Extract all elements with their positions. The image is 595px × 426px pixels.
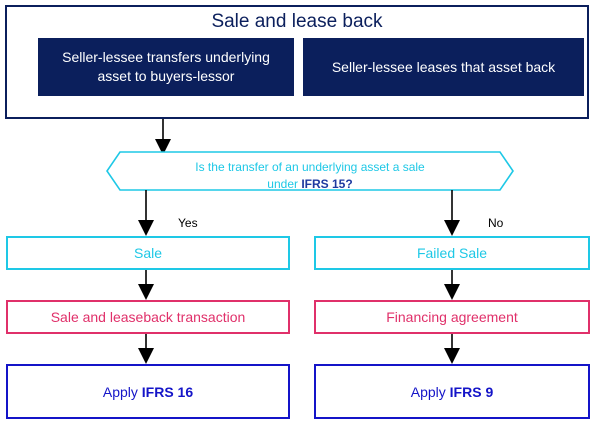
lease-back-box: Seller-lessee leases that asset back xyxy=(303,38,584,96)
leaseback-transaction-text: Sale and leaseback transaction xyxy=(50,309,246,325)
leaseback-transaction-box: Sale and leaseback transaction xyxy=(6,300,290,334)
decision-line-2-prefix: under xyxy=(267,177,302,191)
sale-box: Sale xyxy=(6,236,290,270)
apply-ifrs16-box: Apply IFRS 16 xyxy=(6,364,290,419)
sale-text: Sale xyxy=(133,245,163,261)
ifrs9-standard: IFRS 9 xyxy=(449,383,494,400)
failed-sale-text: Failed Sale xyxy=(416,245,488,261)
apply-ifrs16-text: Apply IFRS 16 xyxy=(103,384,193,400)
yes-label: Yes xyxy=(178,216,198,230)
decision-standard: IFRS 15? xyxy=(301,177,353,191)
transfer-asset-text: Seller-lessee transfers underlying asset… xyxy=(62,49,270,84)
decision-hexagon xyxy=(106,151,514,191)
lease-back-text: Seller-lessee leases that asset back xyxy=(331,58,556,75)
no-label: No xyxy=(488,216,504,230)
ifrs16-standard: IFRS 16 xyxy=(141,383,194,400)
apply-ifrs16-prefix: Apply xyxy=(102,383,142,400)
apply-ifrs9-text: Apply IFRS 9 xyxy=(411,384,494,400)
decision-line-2: under IFRS 15? xyxy=(140,176,480,193)
apply-ifrs9-box: Apply IFRS 9 xyxy=(314,364,590,419)
failed-sale-box: Failed Sale xyxy=(314,236,590,270)
decision-line-1: Is the transfer of an underlying asset a… xyxy=(195,160,425,174)
financing-agreement-box: Financing agreement xyxy=(314,300,590,334)
sale-leaseback-frame xyxy=(5,5,589,119)
diagram-title: Sale and lease back xyxy=(211,11,383,32)
financing-agreement-text: Financing agreement xyxy=(386,309,518,325)
decision-question: Is the transfer of an underlying asset a… xyxy=(140,159,480,193)
transfer-asset-box: Seller-lessee transfers underlying asset… xyxy=(38,38,294,96)
apply-ifrs9-prefix: Apply xyxy=(410,383,450,400)
